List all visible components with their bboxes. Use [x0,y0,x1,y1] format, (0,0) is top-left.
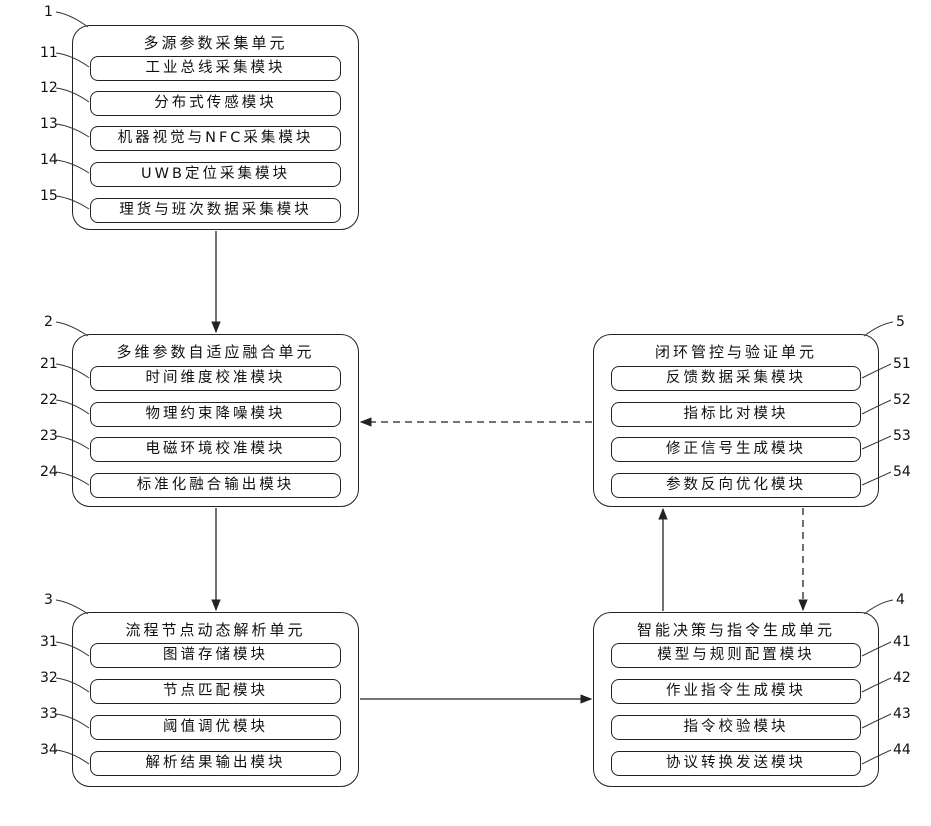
leader-11 [56,53,89,67]
leader-52 [862,400,891,414]
leader-21 [56,364,89,378]
leader-22 [56,400,89,414]
leader-24 [56,472,89,485]
leader-2 [56,322,88,336]
leader-1 [56,12,88,27]
leader-4 [864,600,893,614]
leader-34 [56,750,89,764]
leader-5 [864,322,893,336]
leader-43 [862,714,891,728]
leader-15 [56,196,89,209]
leader-41 [862,642,891,656]
leader-44 [862,750,891,764]
leader-53 [862,436,891,449]
leader-33 [56,714,89,728]
leader-13 [56,124,89,137]
leader-31 [56,642,89,656]
leader-3 [56,600,88,614]
leader-42 [862,678,891,692]
leader-51 [862,364,891,378]
leader-14 [56,160,89,173]
leader-32 [56,678,89,692]
leader-23 [56,436,89,449]
leader-54 [862,472,891,485]
leader-12 [56,88,89,102]
